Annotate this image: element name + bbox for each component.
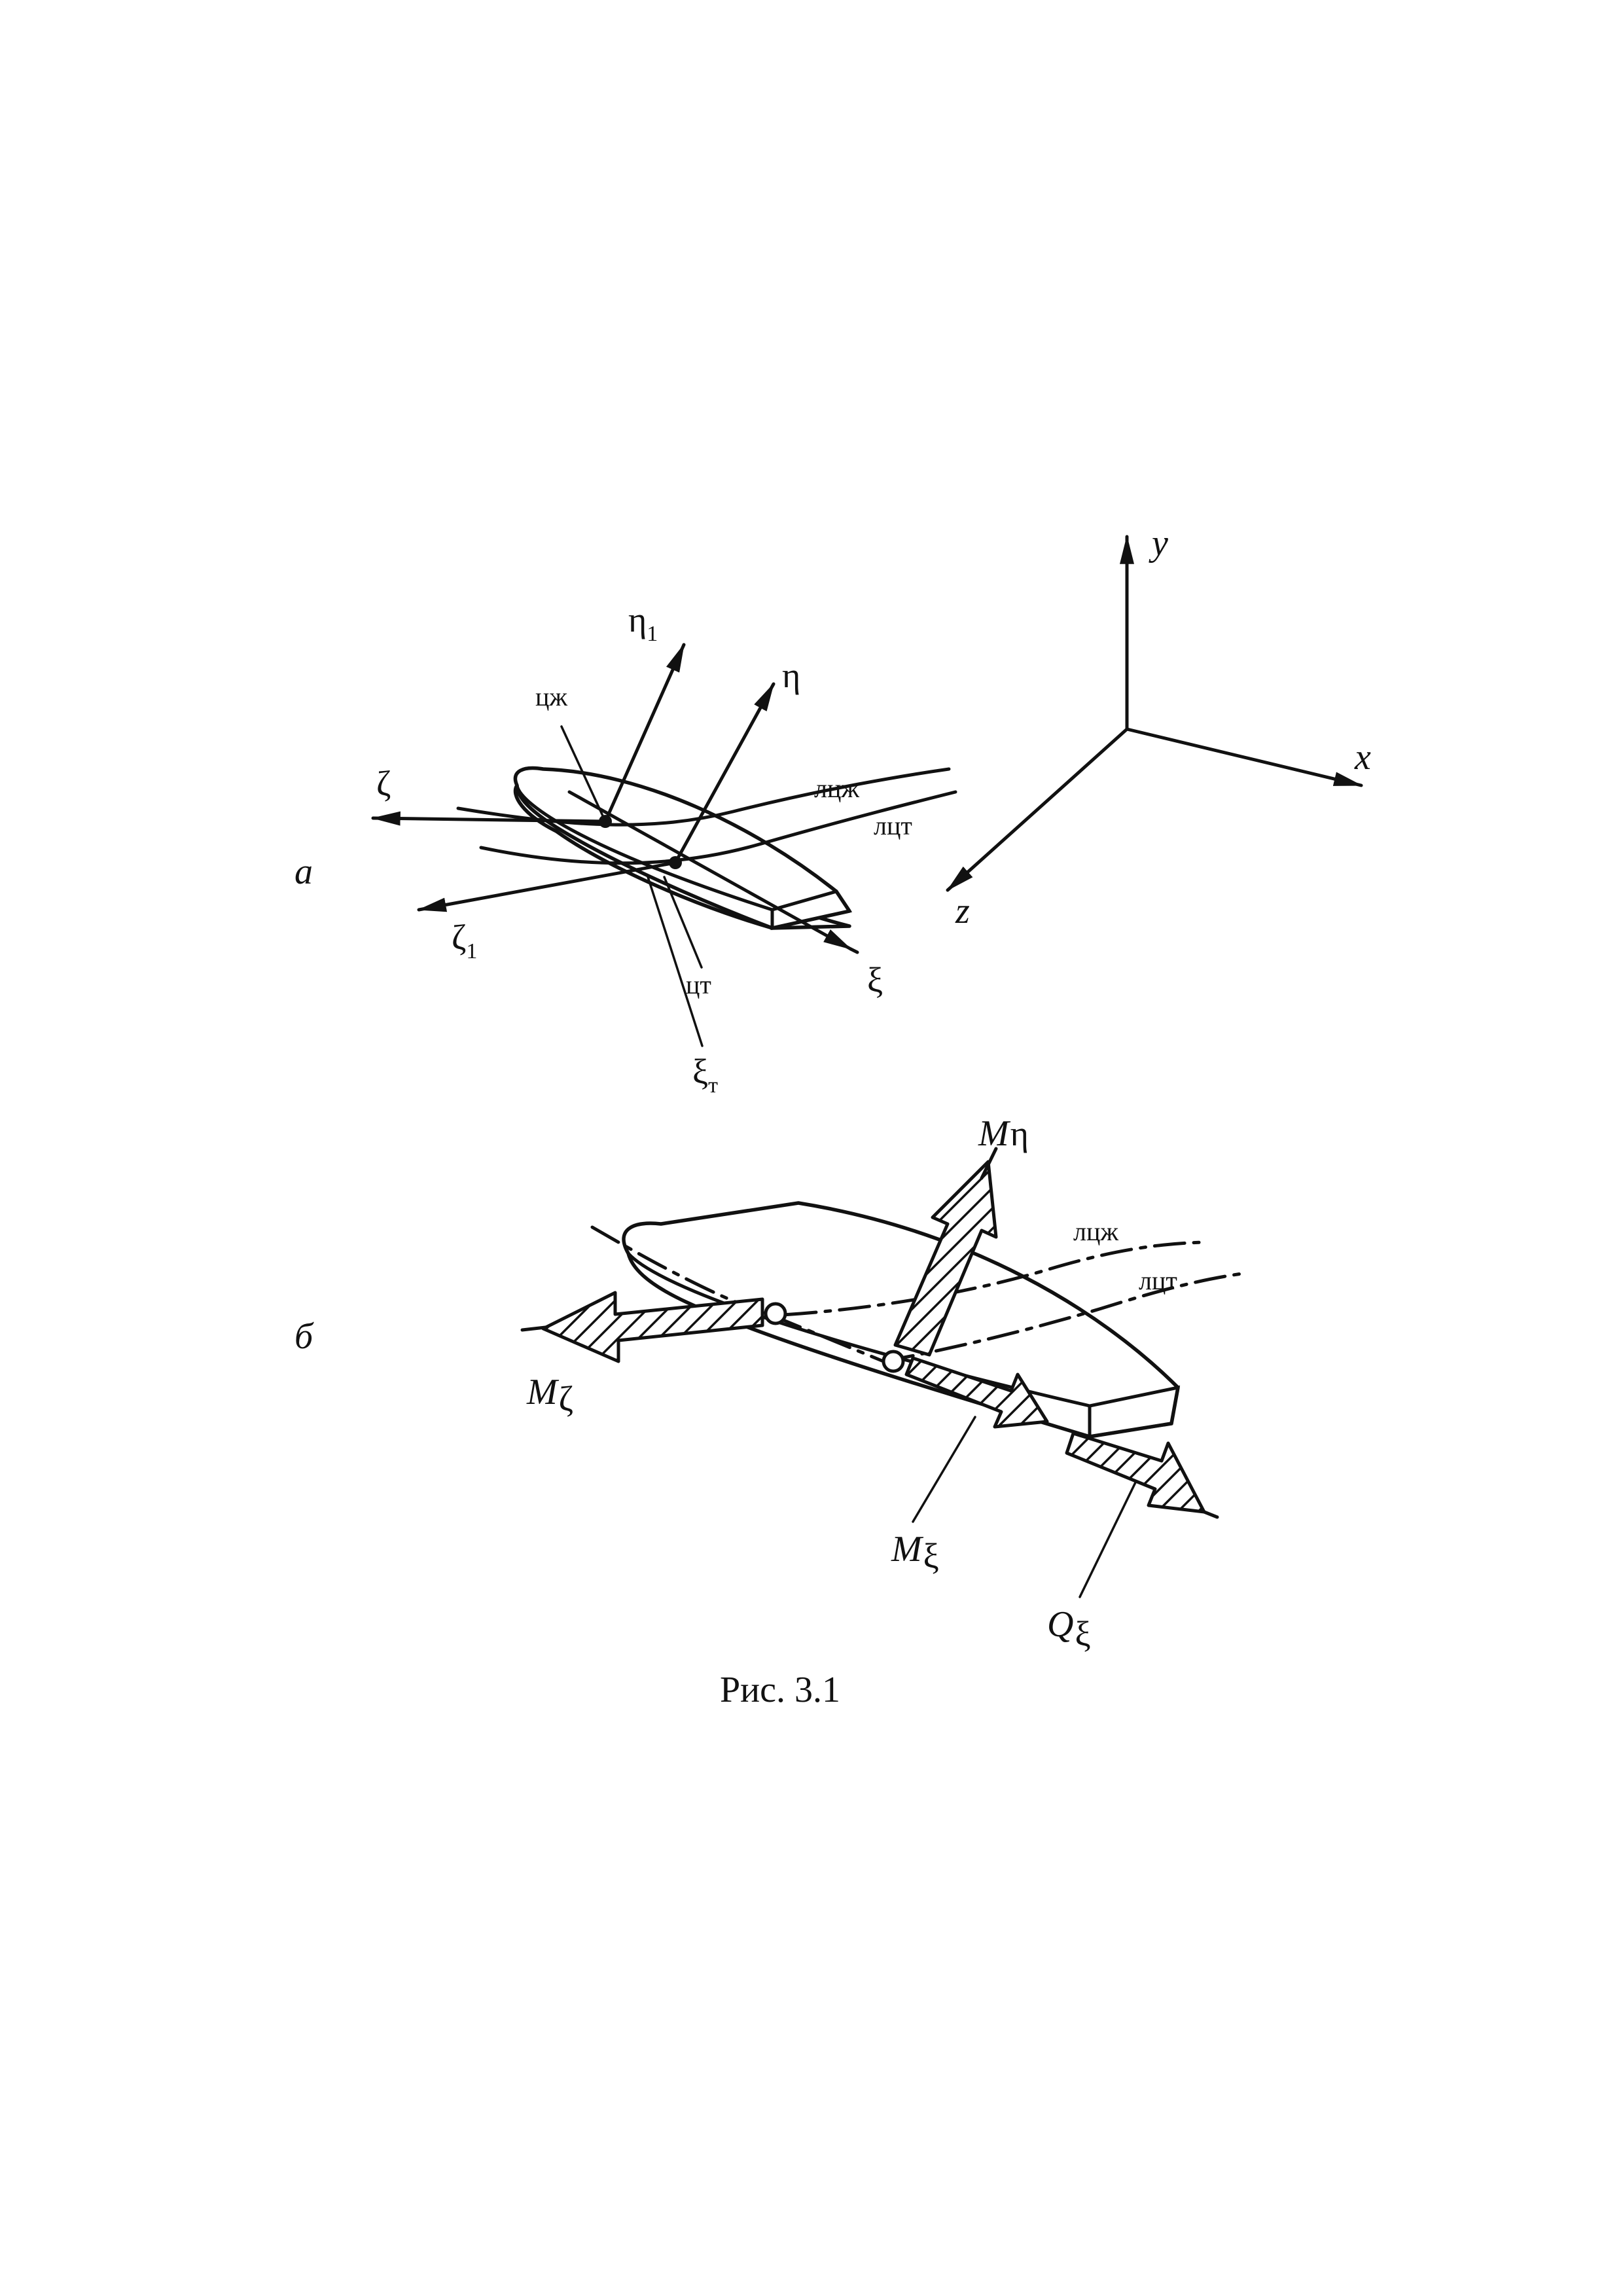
gravity-center-label: цт [686,970,711,999]
m-xi-label: Mξ [891,1529,939,1575]
zeta-label: ζ [376,764,391,803]
m-xi-arrow [904,1356,1049,1429]
xit-leader [647,876,704,1047]
xi-axis-tail [849,947,859,954]
beam-edge-a [515,783,774,912]
x-axis-label: x [1354,737,1371,778]
m-eta-label: Mη [978,1113,1029,1154]
xit-label: ξт [692,1052,718,1098]
gravity-center-point [669,856,682,869]
shear-center-label: цж [535,682,567,711]
gravity-center-point-b [882,1350,905,1373]
gravity-center-line-a [479,790,957,865]
m-eta-arrow [893,1147,998,1357]
panel-b: б лцж лцт Mη Mζ Mξ Qξ [294,1113,1249,1653]
eta-label: η [782,656,800,695]
global-axes: y x z [946,523,1371,931]
y-axis-label: y [1149,523,1168,564]
q-xi-leader [1079,1481,1137,1598]
panel-a-label: а [294,852,313,892]
xi-axis [567,790,853,951]
zeta-axis [371,811,607,826]
zeta1-axis [417,861,677,912]
gravity-center-line-label-b: лцт [1139,1266,1177,1295]
xi-label: ξ [867,960,883,999]
q-xi-label: Qξ [1047,1604,1091,1653]
centroid-axis-b [770,1314,885,1363]
shear-center-leader [560,725,607,823]
zeta1-label: ζ1 [452,918,477,963]
z-axis-label: z [955,891,970,931]
m-zeta-label: Mζ [526,1372,573,1418]
gravity-center-line-label-a: лцт [874,811,912,840]
m-xi-leader [912,1416,976,1523]
q-xi-arrow [1065,1431,1219,1519]
x-axis [1125,727,1363,787]
shear-center-line-label-a: лцж [814,774,859,803]
gravity-center-leader [663,876,703,969]
eta1-label: η1 [628,600,658,646]
beam-end-face-a [770,889,853,931]
shear-center-point-b [764,1302,787,1325]
shear-center-line-label-b: лцж [1073,1217,1118,1246]
eta1-axis [603,643,686,823]
gravity-center-line-b [882,1271,1249,1363]
beam-end-face-b [1088,1385,1181,1439]
panel-a: y x z а η1 η ζ ζ1 ξ [294,523,1371,1098]
figure-caption: Рис. 3.1 [720,1670,840,1710]
m-zeta-arrow [520,1291,764,1363]
z-axis [946,727,1129,892]
eta-axis [673,682,776,865]
panel-b-label: б [294,1316,314,1357]
